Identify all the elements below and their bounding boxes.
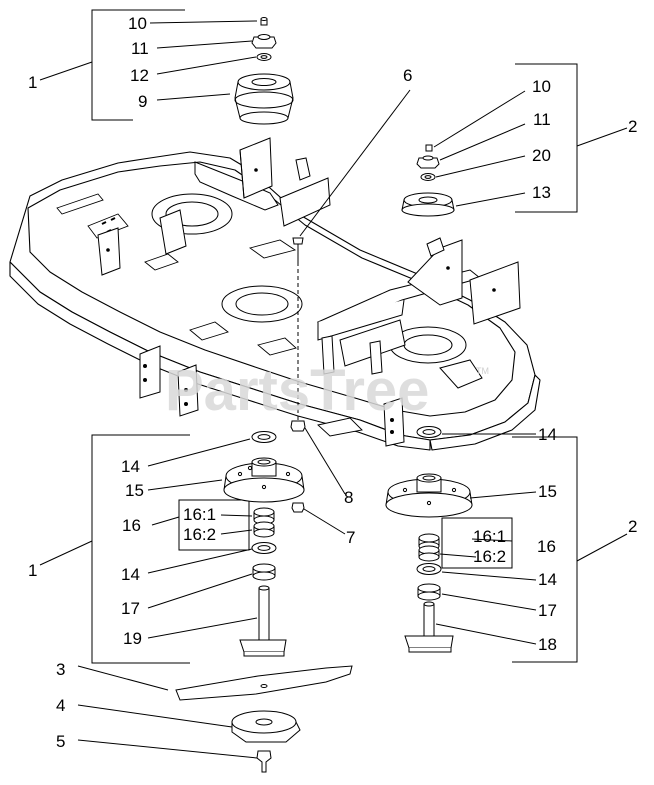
callout-10-right: 10	[532, 77, 551, 96]
bracket-holes	[106, 168, 496, 434]
callout-7: 7	[346, 528, 355, 547]
callout-16-right: 16	[537, 537, 556, 556]
callout-10-left: 10	[128, 14, 147, 33]
pulley-assembly-right	[401, 144, 455, 217]
spindle-wells	[151, 193, 483, 389]
blade-group	[175, 665, 353, 773]
spindle-assembly-right	[385, 426, 473, 653]
watermark-text: PartsTree	[165, 358, 429, 423]
spindle-assembly-left	[223, 431, 305, 657]
callout-11-right: 11	[533, 110, 551, 129]
callout-13: 13	[532, 183, 551, 202]
callout-2-bottom: 2	[628, 517, 637, 536]
group-box-lines	[91, 9, 578, 664]
callout-4: 4	[56, 696, 65, 715]
callout-18: 18	[538, 635, 557, 654]
deck-decals	[56, 193, 363, 437]
callout-2-top: 2	[628, 117, 637, 136]
callout-14-left-top: 14	[121, 457, 140, 476]
pulley-assembly-left	[234, 17, 294, 125]
callout-14-right-top: 14	[538, 425, 557, 444]
callout-9: 9	[138, 92, 147, 111]
callout-11-left: 11	[131, 39, 149, 58]
callout-15-left: 15	[125, 481, 144, 500]
callout-8: 8	[344, 488, 353, 507]
callout-16-2-left: 16:2	[183, 525, 216, 544]
watermark-trademark: TM	[476, 366, 489, 376]
callout-12: 12	[130, 66, 149, 85]
callout-3: 3	[56, 660, 65, 679]
hardware-6-7-8	[290, 237, 306, 513]
callout-14-left-bottom: 14	[121, 565, 140, 584]
callout-6: 6	[403, 66, 412, 85]
callout-17-left: 17	[121, 599, 140, 618]
callout-19: 19	[123, 629, 142, 648]
callout-17-right: 17	[538, 601, 557, 620]
callout-15-right: 15	[538, 482, 557, 501]
deck-brackets	[97, 137, 521, 447]
callout-20: 20	[532, 146, 551, 165]
callout-16-2-right: 16:2	[473, 547, 506, 566]
callout-16-1-left: 16:1	[183, 505, 216, 524]
callout-5: 5	[56, 732, 65, 751]
callout-14-right-bottom: 14	[538, 570, 557, 589]
leader-lines	[39, 20, 628, 759]
callout-16-left: 16	[122, 516, 141, 535]
callout-1-bottom: 1	[28, 561, 37, 580]
callout-labels: 1 10 11 12 9 6 10 11 20 13 2 14 15 16 16…	[28, 14, 637, 751]
callout-16-1-right: 16:1	[473, 527, 506, 546]
callout-1-top: 1	[28, 73, 37, 92]
